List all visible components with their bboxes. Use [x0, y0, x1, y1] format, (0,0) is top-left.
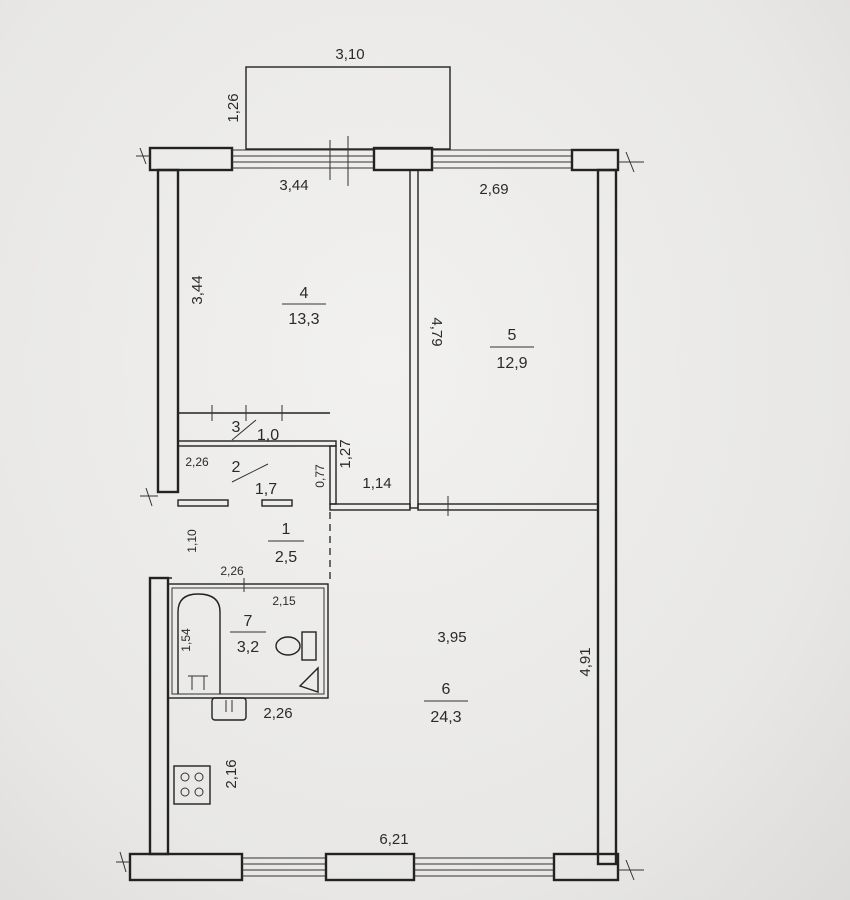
dim-corridor-1-14: 1,14 — [362, 475, 391, 492]
dim-total-bottom-width: 6,21 — [379, 831, 408, 848]
break-mark-bottom-left — [116, 851, 130, 873]
room-labels: 4 13,3 5 12,9 3 1,0 2 1,7 1 2,5 — [230, 285, 534, 726]
svg-text:6: 6 — [442, 681, 451, 698]
break-mark-top-right — [618, 151, 644, 173]
room-6-label: 6 24,3 — [424, 681, 468, 726]
svg-text:12,9: 12,9 — [496, 355, 527, 372]
bathroom-walls — [167, 583, 329, 699]
dim-balcony-depth: 1,26 — [225, 93, 242, 122]
dim-room4-width: 3,44 — [279, 177, 308, 194]
room-4-label: 4 13,3 — [282, 285, 326, 328]
bottom-wall-pier — [324, 852, 416, 882]
top-wall-left-segment — [148, 146, 234, 172]
dim-bath-width: 2,15 — [272, 594, 296, 608]
svg-text:7: 7 — [244, 613, 253, 630]
top-wall-right-segment — [570, 148, 620, 172]
partition-room5-room6 — [417, 503, 599, 511]
dim-room4-height: 3,44 — [189, 275, 206, 304]
bottom-window-left — [242, 857, 326, 877]
left-wall-upper — [156, 168, 180, 494]
room-7-label: 7 3,2 — [230, 613, 266, 656]
svg-text:1: 1 — [282, 521, 291, 538]
svg-text:3: 3 — [232, 419, 241, 436]
dim-room6-width: 3,95 — [437, 629, 466, 646]
svg-text:2,5: 2,5 — [275, 549, 297, 566]
interior-partitions — [167, 169, 599, 699]
break-mark-top-left — [136, 147, 150, 165]
dim-kitchen-height: 2,16 — [223, 759, 240, 788]
room-1-label: 1 2,5 — [268, 521, 304, 566]
partition-corridor-left — [329, 503, 411, 511]
svg-text:4: 4 — [300, 285, 309, 302]
room-2-label: 2 1,7 — [232, 459, 278, 498]
bathtub-icon — [177, 593, 221, 694]
dim-room5-width: 2,69 — [479, 181, 508, 198]
svg-text:1,0: 1,0 — [257, 427, 279, 444]
outer-walls — [116, 136, 644, 882]
room-3-label: 3 1,0 — [232, 419, 280, 444]
stove-icon — [173, 765, 211, 805]
svg-text:5: 5 — [508, 327, 517, 344]
svg-text:1,7: 1,7 — [255, 481, 277, 498]
bottom-wall-right — [552, 852, 620, 882]
room2-bottom-stub-right — [261, 499, 293, 507]
svg-text:13,3: 13,3 — [288, 311, 319, 328]
top-window-left — [232, 136, 374, 186]
right-wall — [596, 168, 618, 866]
svg-text:24,3: 24,3 — [430, 709, 461, 726]
bottom-window-right — [414, 857, 554, 877]
top-wall-middle-pier — [372, 146, 434, 172]
closet3-room2-separator — [177, 440, 337, 447]
break-mark-bottom-right — [618, 859, 644, 881]
dim-room5-height: 4,79 — [428, 317, 445, 346]
toilet-icon — [275, 631, 319, 693]
dim-hall-width: 2,26 — [220, 564, 244, 578]
kitchen-sink-icon — [211, 697, 247, 721]
dim-hall-height: 1,10 — [185, 529, 199, 553]
dim-room2-width: 2,26 — [185, 455, 209, 469]
left-wall-lower — [148, 576, 170, 856]
room2-bottom-stub-left — [177, 499, 229, 507]
dim-bath-height: 1,54 — [179, 628, 193, 652]
room-5-label: 5 12,9 — [490, 327, 534, 372]
dim-closet-height: 1,27 — [337, 439, 354, 468]
dim-kitchen-wall-width: 2,26 — [263, 705, 292, 722]
svg-text:2: 2 — [232, 459, 241, 476]
dim-room6-height: 4,91 — [577, 647, 594, 676]
fixtures — [173, 593, 319, 805]
svg-text:3,2: 3,2 — [237, 639, 259, 656]
dim-balcony-width: 3,10 — [335, 46, 364, 63]
bottom-wall-left — [128, 852, 244, 882]
break-mark-entrance — [140, 487, 158, 507]
partition-room4-room5 — [409, 169, 419, 509]
dim-room2-height: 0,77 — [313, 464, 327, 488]
top-window-right — [432, 149, 572, 169]
bath-faucet-icon — [188, 675, 208, 690]
dimension-labels: 3,10 1,26 3,44 3,44 2,69 4,79 1,27 2,26 … — [179, 46, 594, 848]
room2-right-wall — [329, 445, 337, 505]
